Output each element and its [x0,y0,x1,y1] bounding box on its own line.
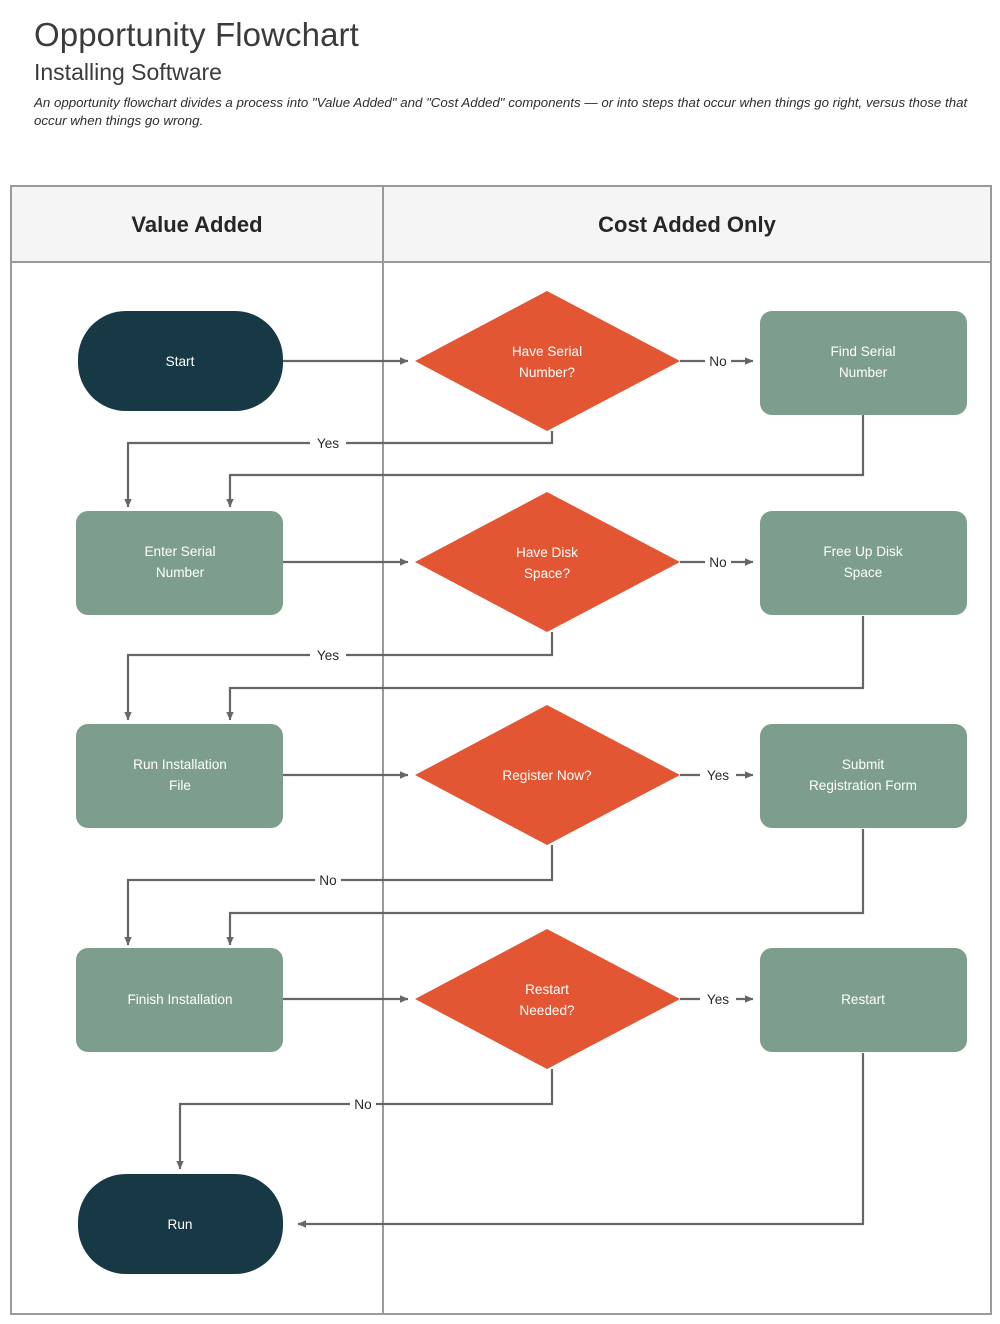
node-run-install[interactable]: Run Installation File [76,724,283,828]
node-label-line1: Register Now? [502,768,592,783]
column-header-label: Cost Added Only [598,212,776,237]
column-header-label: Value Added [131,212,262,237]
edge-label-r3-yes: Yes [700,765,736,786]
edge-label-text: Yes [317,648,339,663]
node-finish-install[interactable]: Finish Installation [76,948,283,1052]
edge-submit-reg-to-finish-install [226,829,865,946]
header: Opportunity Flowchart Installing Softwar… [0,0,1000,131]
node-have-disk[interactable]: Have Disk Space? [415,492,680,632]
node-label: Run [168,1217,193,1232]
edge-label-text: No [709,555,726,570]
node-label-line2: Number? [519,365,575,380]
edge-label-text: No [354,1097,371,1112]
node-label-line2: File [169,778,191,793]
node-label-line1: Free Up Disk [823,544,903,559]
node-run[interactable]: Run [78,1174,283,1274]
edge-label-r4-no: No [350,1094,376,1115]
page-subtitle: Installing Software [34,58,222,85]
edge-label-text: No [709,354,726,369]
node-label-line1: Have Serial [512,344,582,359]
node-have-serial[interactable]: Have Serial Number? [415,291,680,431]
node-submit-reg[interactable]: Submit Registration Form [760,724,967,828]
node-restart-needed[interactable]: Restart Needed? [415,929,680,1069]
edge-find-serial-to-enter-serial [226,415,865,508]
node-label: Start [166,354,195,369]
edge-free-disk-to-run-install [226,616,865,721]
edge-label-r2-yes: Yes [310,645,346,666]
edge-label-r1-yes: Yes [310,433,346,454]
edge-label-r3-no: No [315,870,341,891]
node-label-line2: Needed? [519,1003,575,1018]
node-find-serial[interactable]: Find Serial Number [760,311,967,415]
edge-restart-to-run [297,1053,865,1228]
node-label-line2: Space [844,565,883,580]
node-label-line1: Find Serial [831,344,896,359]
node-label-line1: Restart [525,982,569,997]
edge-label-layer: No Yes No Yes Yes [310,351,736,1115]
edge-label-text: No [319,873,336,888]
column-header-value-added: Value Added [131,212,262,237]
page-description: An opportunity flowchart divides a proce… [34,94,968,129]
node-label-line2: Space? [524,566,571,581]
node-label-line2: Registration Form [809,778,917,793]
edge-label-text: Yes [317,436,339,451]
node-free-disk[interactable]: Free Up Disk Space [760,511,967,615]
node-label-line1: Enter Serial [144,544,215,559]
node-start[interactable]: Start [78,311,283,411]
node-label-line1: Submit [842,757,885,772]
flowchart-canvas: Value Added Cost Added Only [10,185,992,1315]
edge-label-text: Yes [707,992,729,1007]
page-title: Opportunity Flowchart [34,16,359,53]
node-label-line1: Have Disk [516,545,578,560]
edge-label-r1-no: No [705,351,731,372]
node-restart[interactable]: Restart [760,948,967,1052]
node-label-line1: Restart [841,992,885,1007]
column-header-cost-added-only: Cost Added Only [598,212,776,237]
edge-label-r4-yes: Yes [700,989,736,1010]
edge-label-text: Yes [707,768,729,783]
node-label-line1: Finish Installation [127,992,232,1007]
node-register-now[interactable]: Register Now? [415,705,680,845]
node-label-line2: Number [839,365,888,380]
node-label-line1: Run Installation [133,757,227,772]
node-enter-serial[interactable]: Enter Serial Number [76,511,283,615]
node-label-line2: Number [156,565,205,580]
edge-label-r2-no: No [705,552,731,573]
